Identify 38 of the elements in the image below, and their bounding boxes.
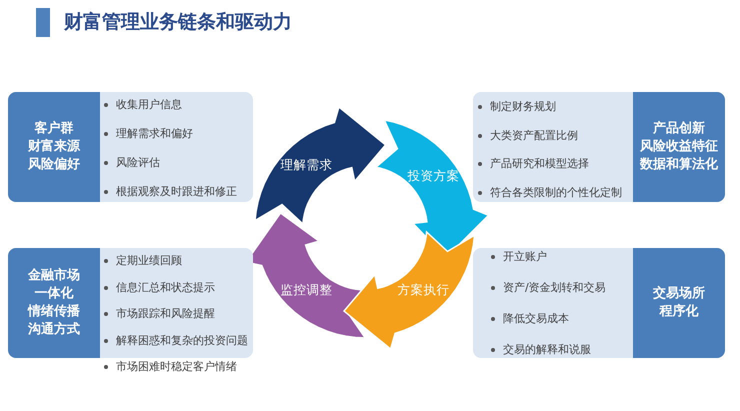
category-text: 风险收益特征 <box>640 138 718 156</box>
list-item: 资产/资金划转和交易 <box>503 280 606 295</box>
category-box <box>633 92 725 202</box>
list-item: 信息汇总和状态提示 <box>116 280 215 294</box>
category-text: 风险偏好 <box>28 156 80 174</box>
category-text: 情绪传播 <box>28 303 80 321</box>
list-item: 收集用户信息 <box>116 97 182 112</box>
list-item: 市场跟踪和风险提醒 <box>116 306 215 321</box>
arrow-label: 方案执行 <box>398 282 450 300</box>
category-text: 沟通方式 <box>28 321 80 339</box>
list-item: 定期业绩回顾 <box>116 253 182 268</box>
list-item: 制定财务规划 <box>490 99 556 114</box>
category-box <box>8 248 100 358</box>
category-text: 客户群 <box>34 120 74 138</box>
list-item: 风险评估 <box>116 155 160 170</box>
category-box <box>633 248 725 358</box>
title: 财富管理业务链条和驱动力 <box>64 10 292 35</box>
list-item: 大类资产配置比例 <box>490 128 578 142</box>
category-text: 一体化 <box>34 285 74 303</box>
list-item: 交易的解释和说服 <box>503 342 591 357</box>
category-text: 程序化 <box>660 303 698 321</box>
category-text: 交易场所 <box>653 285 705 303</box>
category-text: 产品创新 <box>653 120 705 138</box>
list-item: 开立账户 <box>503 249 547 264</box>
category-text: 金融市场 <box>28 267 80 285</box>
list-item: 市场困难时稳定客户情绪 <box>116 359 237 374</box>
list-item: 符合各类限制的个性化定制 <box>490 184 622 200</box>
arrow-label: 理解需求 <box>280 156 332 174</box>
list-item: 根据观察及时跟进和修正 <box>116 184 237 199</box>
list-item: 降低交易成本 <box>503 311 569 326</box>
category-text: 数据和算法化 <box>640 156 718 174</box>
category-text: 财富来源 <box>28 138 80 156</box>
arrow-label: 投资方案 <box>408 168 460 185</box>
arrow-label: 监控调整 <box>280 282 332 300</box>
category-box <box>8 92 100 202</box>
list-item: 产品研究和模型选择 <box>490 156 589 171</box>
list-item: 解释困惑和复杂的投资问题 <box>116 332 248 348</box>
list-item: 理解需求和偏好 <box>116 126 193 141</box>
